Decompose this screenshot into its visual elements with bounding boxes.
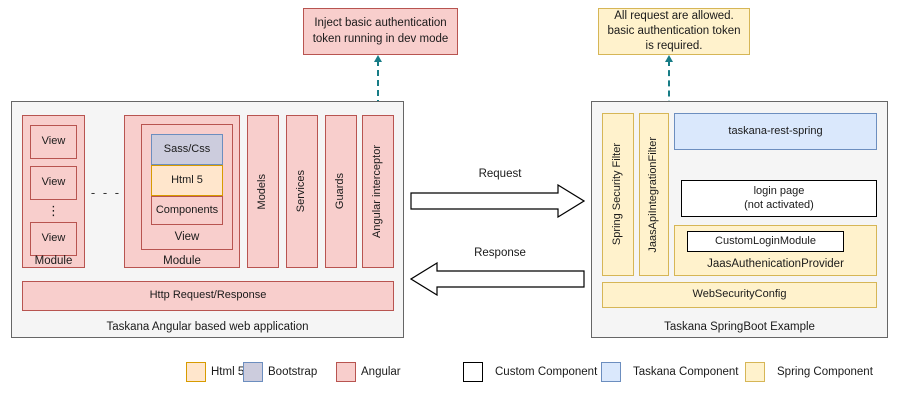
legend-swatch-bootstrap <box>243 362 263 382</box>
taskana-rest-spring-label: taskana-rest-spring <box>728 124 823 137</box>
login-page-label-line2: (not activated) <box>744 198 814 211</box>
column-models-label: Models <box>256 173 269 210</box>
legend-item-taskana-component: Taskana Component <box>601 362 738 382</box>
module-b-item-html5-label: Html 5 <box>171 173 203 186</box>
request-arrow <box>410 184 585 218</box>
column-angular-interceptor-label: Angular interceptor <box>371 145 384 238</box>
response-arrow-label: Response <box>474 247 526 259</box>
custom-login-module: CustomLoginModule <box>687 231 844 252</box>
right-panel-caption: Taskana SpringBoot Example <box>664 321 815 333</box>
legend-label-custom-component: Custom Component <box>495 366 598 378</box>
module-b-item-sass-css-label: Sass/Css <box>163 142 211 155</box>
callout-basic-auth-required: All request are allowed. basic authentic… <box>598 8 750 55</box>
left-panel-caption: Taskana Angular based web application <box>106 321 309 333</box>
legend-label-spring-component: Spring Component <box>777 366 873 378</box>
module-b-item-components: Components <box>151 196 223 225</box>
module-b-item-components-label: Components <box>155 203 219 216</box>
column-services-label: Services <box>295 170 308 213</box>
custom-login-module-label: CustomLoginModule <box>715 234 816 247</box>
login-page-box: login page (not activated) <box>681 180 877 217</box>
module-b-view-caption: View <box>174 231 200 243</box>
http-request-response-label: Http Request/Response <box>149 289 267 302</box>
module-a-vertical-ellipsis: ⋮ <box>47 203 60 218</box>
request-arrow-label: Request <box>478 168 522 180</box>
module-a-view-3-label: View <box>41 232 66 245</box>
legend-item-custom-component: Custom Component <box>463 362 597 382</box>
legend-swatch-angular <box>336 362 356 382</box>
legend-swatch-html5 <box>186 362 206 382</box>
column-models: Models <box>247 115 279 268</box>
legend-label-taskana-component: Taskana Component <box>633 366 739 378</box>
legend-label-html5: Html 5 <box>211 366 245 378</box>
column-services: Services <box>286 115 318 268</box>
filter-jaas-api-integration: JaasApiIntegrationFilter <box>639 113 669 276</box>
modules-separator-ellipsis: - - - <box>90 184 122 200</box>
callout-dev-mode-token: Inject basic authentication token runnin… <box>303 8 458 55</box>
legend-label-bootstrap: Bootstrap <box>268 366 318 378</box>
connector-right-arrowhead <box>665 55 673 62</box>
response-arrow <box>410 262 585 296</box>
module-a-view-3: View <box>30 222 77 256</box>
legend-swatch-spring-component <box>745 362 765 382</box>
login-page-label-line1: login page <box>753 184 805 197</box>
module-b-caption: Module <box>163 255 201 267</box>
module-b-item-sass-css: Sass/Css <box>151 134 223 165</box>
legend-label-angular: Angular <box>361 366 401 378</box>
jaas-authentication-provider-caption: JaasAuthenicationProvider <box>707 258 844 270</box>
module-a-view-1: View <box>30 125 77 159</box>
legend-item-spring-component: Spring Component <box>745 362 873 382</box>
legend-item-angular: Angular <box>336 362 401 382</box>
legend-item-html5: Html 5 <box>186 362 244 382</box>
connector-left-arrowhead <box>374 55 382 62</box>
filter-spring-security-label: Spring Security Filter <box>611 143 624 246</box>
module-a-view-2-label: View <box>41 176 66 189</box>
filter-spring-security: Spring Security Filter <box>602 113 634 276</box>
legend-item-bootstrap: Bootstrap <box>243 362 317 382</box>
column-angular-interceptor: Angular interceptor <box>362 115 394 268</box>
legend-swatch-taskana-component <box>601 362 621 382</box>
web-security-config-label: WebSecurityConfig <box>692 288 787 301</box>
http-request-response-bar: Http Request/Response <box>22 281 394 311</box>
module-a-caption: Module <box>34 255 73 267</box>
column-guards: Guards <box>325 115 357 268</box>
filter-jaas-api-integration-label: JaasApiIntegrationFilter <box>647 136 660 253</box>
module-b-item-html5: Html 5 <box>151 165 223 196</box>
column-guards-label: Guards <box>334 173 347 210</box>
legend-swatch-custom-component <box>463 362 483 382</box>
module-a-view-2: View <box>30 166 77 200</box>
module-a-view-1-label: View <box>41 135 66 148</box>
taskana-rest-spring-module: taskana-rest-spring <box>674 113 877 150</box>
connector-left-dotted-line <box>377 60 379 116</box>
web-security-config: WebSecurityConfig <box>602 282 877 308</box>
